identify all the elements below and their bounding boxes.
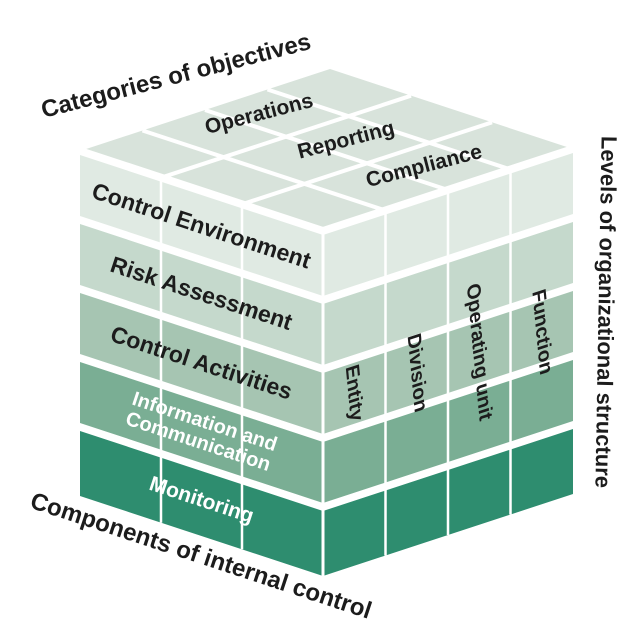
- front-row-control-activities: [80, 293, 323, 434]
- axis-title-levels-of-organizational-structure: Levels of organizational structure: [590, 136, 621, 488]
- top-grid-level-line-1: [141, 128, 387, 213]
- front-row-information-communication: [80, 362, 323, 503]
- label-entity: Entity: [341, 362, 367, 424]
- front-row-monitoring: [80, 431, 323, 576]
- front-face: [80, 155, 323, 576]
- front-row-control-environment: [80, 155, 323, 296]
- front-row-risk-assessment: [80, 224, 323, 365]
- right-face: [321, 153, 573, 576]
- top-grid-level-line-2: [204, 108, 449, 192]
- top-front-left-edge-trim: [78, 147, 325, 235]
- top-grid-level-line-3: [266, 87, 512, 172]
- top-face: [78, 69, 575, 235]
